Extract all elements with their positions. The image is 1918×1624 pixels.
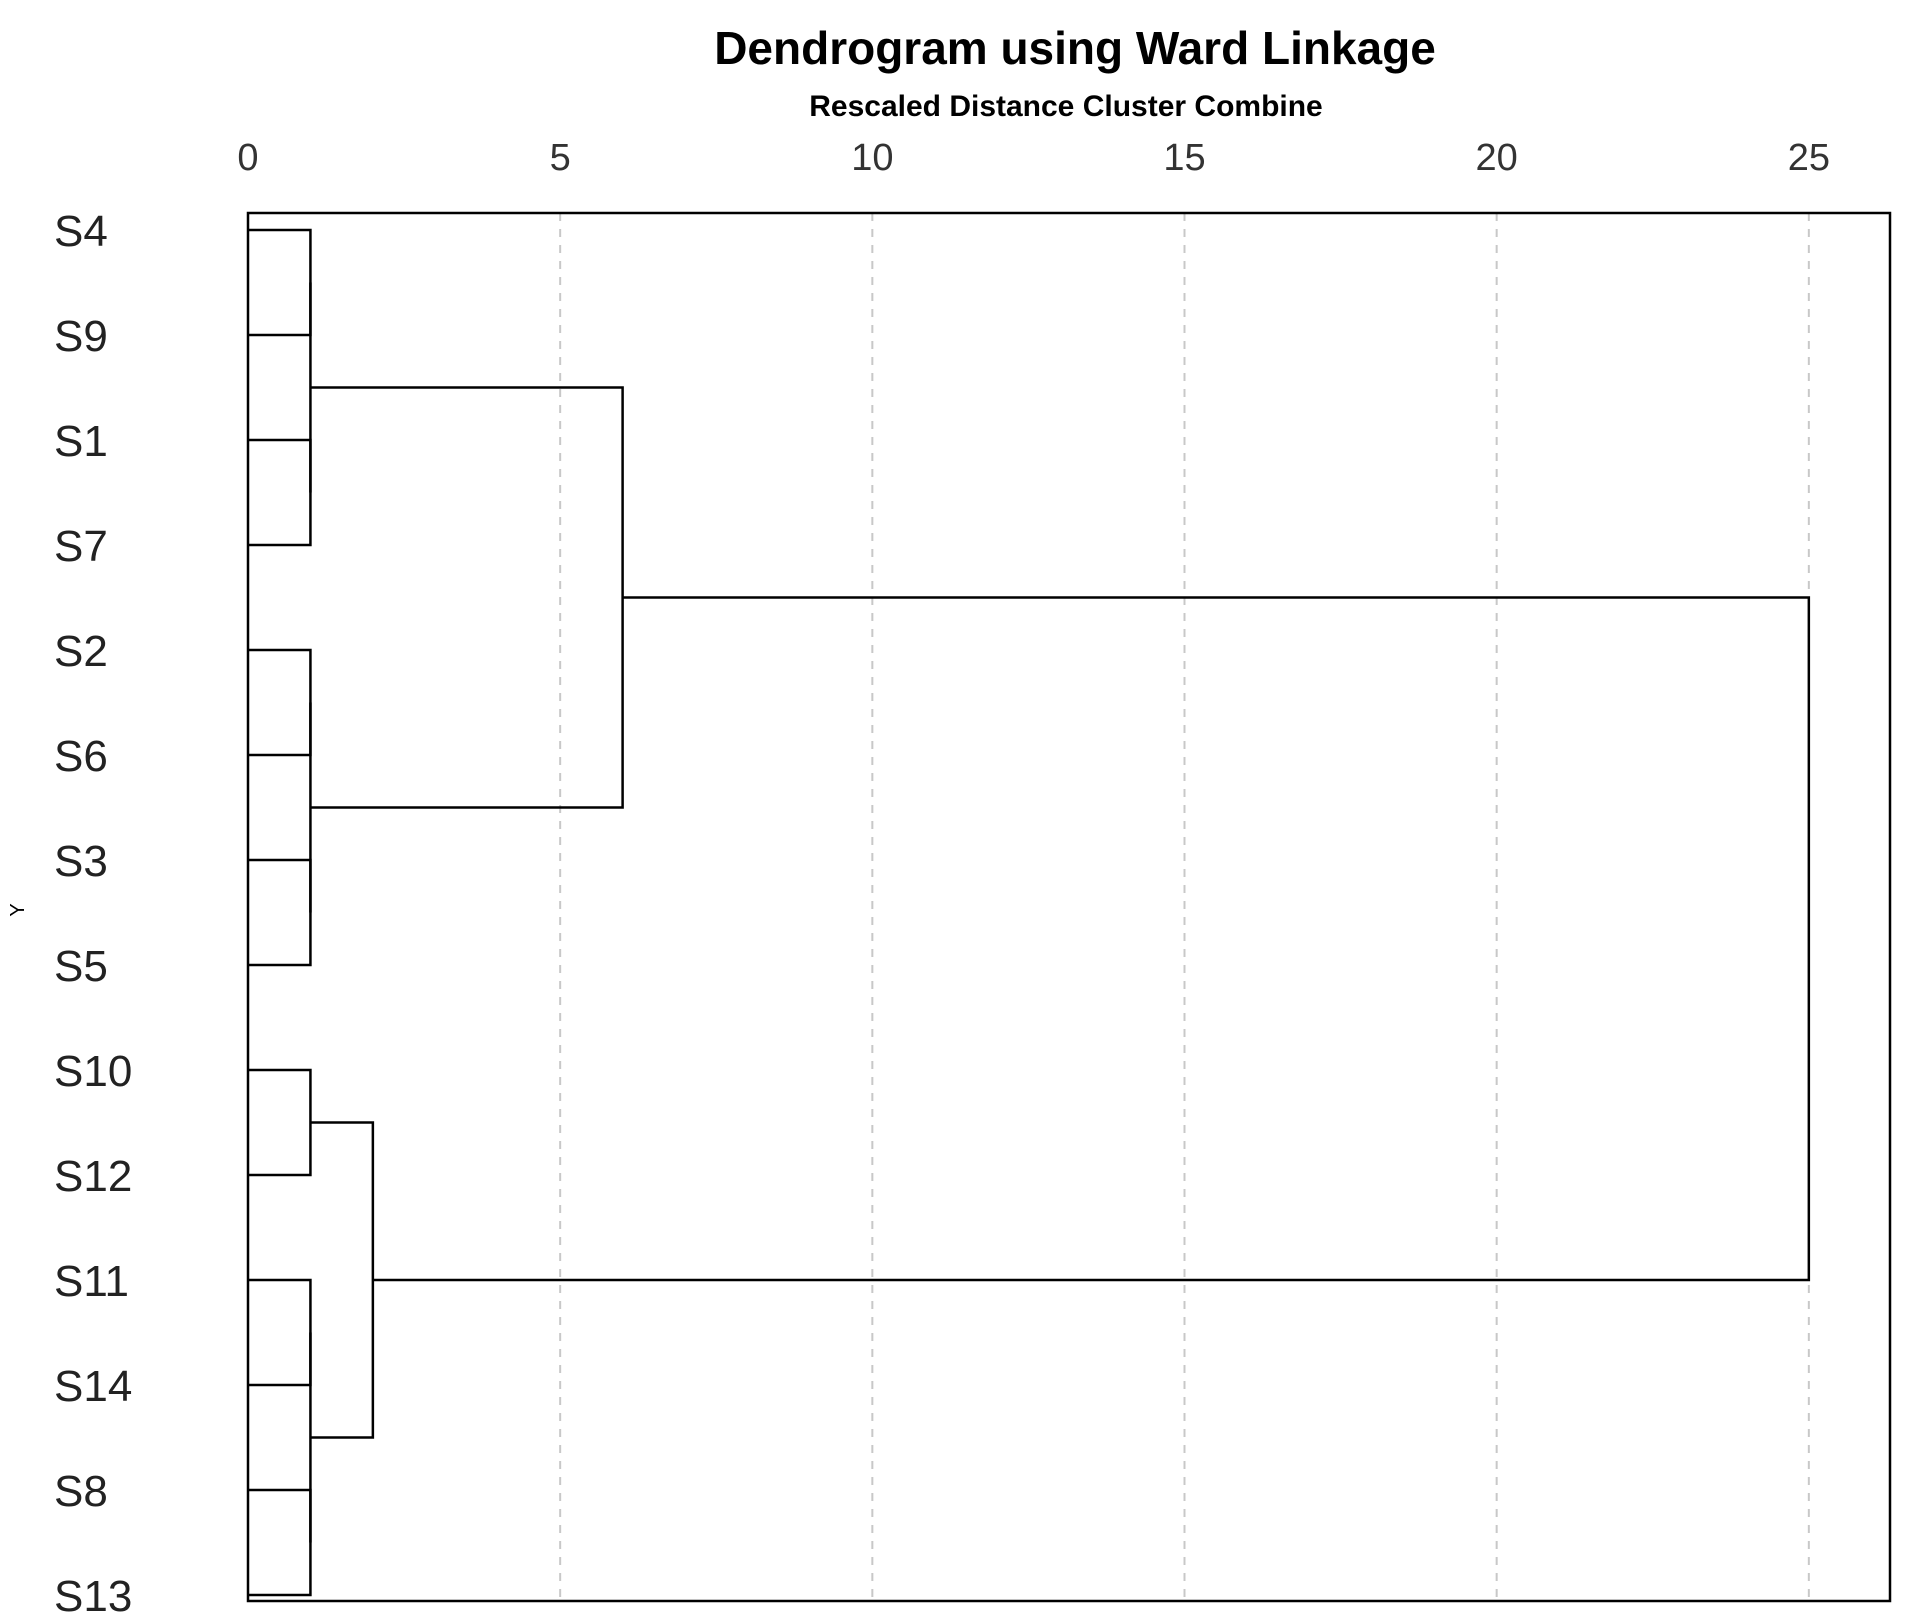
dendrogram-link-c2 (248, 438, 312, 547)
x-tick-label: 15 (1163, 137, 1205, 179)
leaf-label-s5: S5 (54, 942, 108, 991)
x-tick-label: 5 (550, 137, 571, 179)
leaf-label-s4: S4 (54, 207, 108, 256)
dendrogram-link-c7 (310, 386, 624, 809)
leaf-label-s14: S14 (54, 1362, 132, 1411)
leaf-label-s8: S8 (54, 1467, 108, 1516)
chart-title: Dendrogram using Ward Linkage (714, 22, 1436, 74)
leaf-label-s12: S12 (54, 1152, 132, 1201)
dendrogram-link-c10 (248, 1488, 312, 1597)
dendrogram-link-c9 (248, 1278, 312, 1387)
x-axis-ticks: 0 5 10 15 20 25 (237, 137, 1830, 179)
leaf-label-s1: S1 (54, 417, 108, 466)
x-tick-label: 20 (1476, 137, 1518, 179)
leaf-label-s10: S10 (54, 1047, 132, 1096)
x-tick-label: 10 (851, 137, 893, 179)
dendrogram-link-c5 (248, 858, 312, 967)
leaf-label-s13: S13 (54, 1572, 132, 1621)
dendrogram-link-c4 (248, 648, 312, 757)
y-axis-label: Y (7, 903, 29, 916)
dendrogram-link-c8 (248, 1068, 312, 1177)
leaf-label-s2: S2 (54, 627, 108, 676)
plot-frame (246, 211, 1892, 1603)
x-tick-label: 25 (1788, 137, 1830, 179)
grid-lines (559, 213, 1810, 1601)
dendrogram-link-c13 (372, 596, 1811, 1282)
chart-subtitle: Rescaled Distance Cluster Combine (809, 90, 1323, 123)
dendrogram-link-c12 (310, 1121, 375, 1439)
leaf-label-s6: S6 (54, 732, 108, 781)
dendrogram-links (248, 228, 1811, 1597)
leaf-label-s9: S9 (54, 312, 108, 361)
x-tick-label: 0 (237, 137, 258, 179)
leaf-label-s7: S7 (54, 522, 108, 571)
leaf-label-s3: S3 (54, 837, 108, 886)
leaf-label-s11: S11 (54, 1257, 129, 1306)
dendrogram-link-c1 (248, 228, 312, 337)
